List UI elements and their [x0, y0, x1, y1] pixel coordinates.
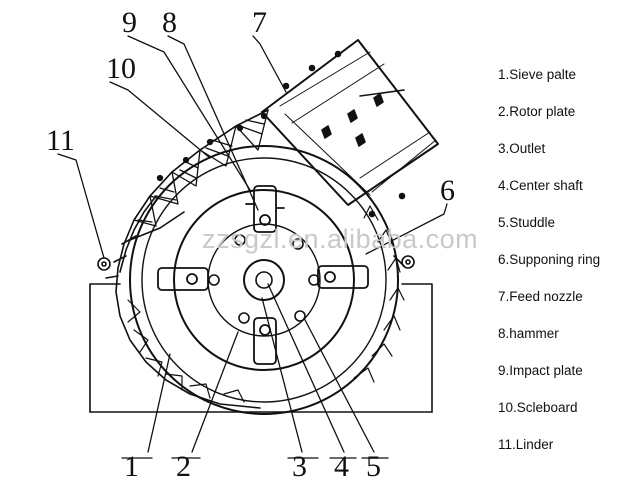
- base-frame: [89, 283, 433, 413]
- callout-8: 8: [162, 6, 177, 39]
- legend-item-linder: 11.Linder: [498, 437, 554, 452]
- impact-plate-teeth: [133, 109, 269, 227]
- legend-item-feed-nozzle: 7.Feed nozzle: [498, 289, 583, 304]
- callout-7: 7: [252, 6, 267, 39]
- parts-legend: 1.Sieve palte 2.Rotor plate 3.Outlet 4.C…: [498, 62, 638, 469]
- callout-10: 10: [106, 52, 136, 85]
- hammer-left: [157, 267, 209, 291]
- leader-lines: [57, 35, 448, 459]
- center-shaft-bore: [255, 271, 273, 289]
- legend-item-impact-plate: 9.Impact plate: [498, 363, 583, 378]
- legend-item-outlet: 3.Outlet: [498, 141, 546, 156]
- callout-labels: 9 8 7 10 11 6 1 2 3 4 5: [46, 6, 455, 482]
- hammer-bottom: [253, 317, 277, 365]
- legend-item-sieve-plate: 1.Sieve palte: [498, 67, 577, 82]
- feed-nozzle: [261, 39, 439, 218]
- callout-11: 11: [46, 124, 75, 157]
- legend-item-center-shaft: 4.Center shaft: [498, 178, 583, 193]
- hammer-right: [317, 265, 369, 289]
- studdle-holes: [208, 234, 320, 324]
- legend-item-supporting-ring: 6.Supponing ring: [498, 252, 601, 267]
- legend-item-rotor-plate: 2.Rotor plate: [498, 104, 576, 119]
- linder-lugs: [97, 255, 415, 271]
- callout-3: 3: [292, 450, 307, 482]
- callout-2: 2: [176, 450, 191, 482]
- supporting-ring-inner: [141, 157, 387, 403]
- callout-5: 5: [366, 450, 381, 482]
- callout-4: 4: [334, 450, 349, 482]
- legend-item-studdle: 5.Studdle: [498, 215, 556, 230]
- legend-item-hammer: 8.hammer: [498, 326, 559, 341]
- supporting-ring-outer: [129, 145, 399, 415]
- center-shaft: [243, 259, 285, 301]
- watermark-text: zzsgzl.en.alibaba.com: [202, 224, 479, 254]
- callout-6: 6: [440, 174, 455, 207]
- rotor-plate: [173, 189, 355, 371]
- callout-9: 9: [122, 6, 137, 39]
- hammer-top: [253, 185, 277, 233]
- legend-item-scleboard: 10.Scleboard: [498, 400, 578, 415]
- callout-1: 1: [124, 450, 139, 482]
- hammers: [157, 185, 369, 365]
